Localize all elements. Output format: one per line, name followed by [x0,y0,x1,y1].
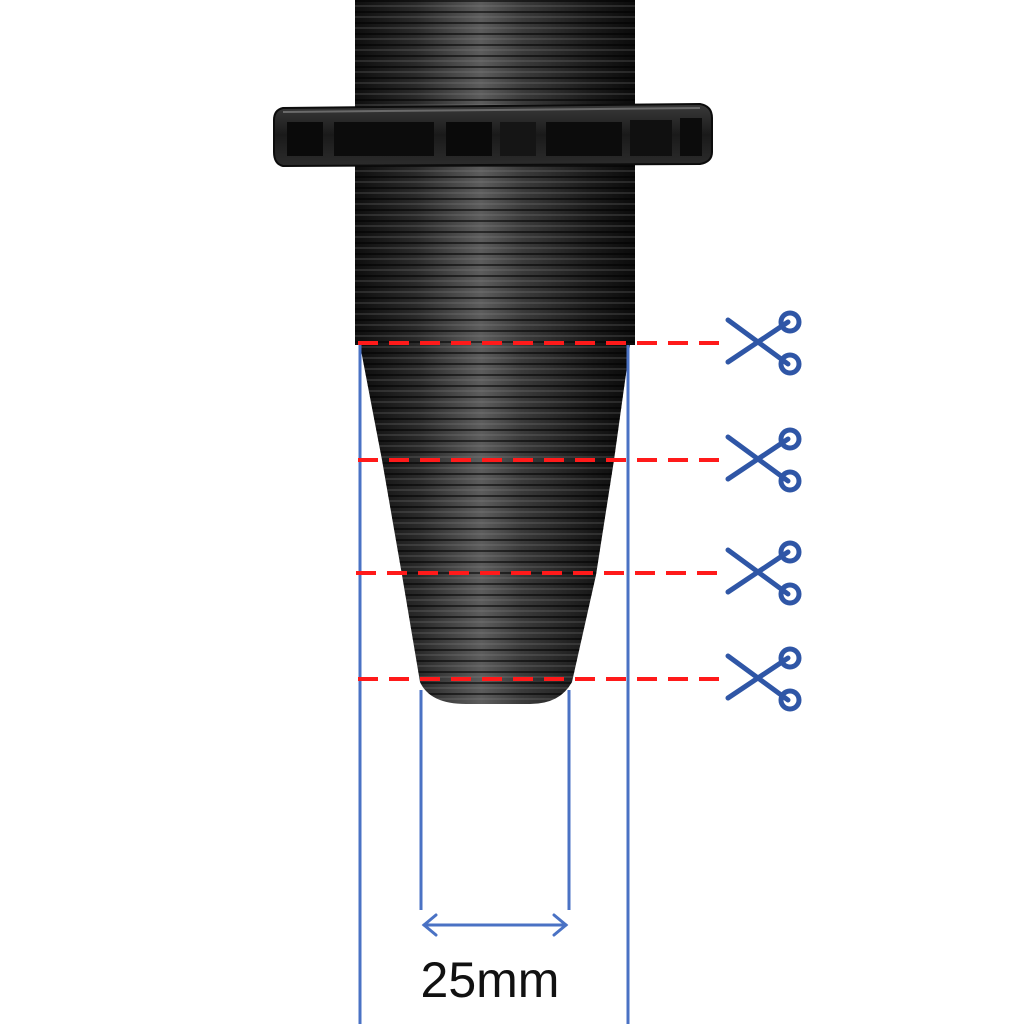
threaded-tube-top [355,0,635,345]
tapered-cone [360,345,630,704]
dimension-arrow [421,913,569,937]
scissors-icon [725,646,802,712]
scissors-icon [725,310,802,376]
dimension-label: 25mm [421,952,560,1008]
flange-ring [273,102,713,168]
scissors-icon [725,540,802,606]
scissors-icons [725,310,802,712]
scissors-icon [725,427,802,493]
